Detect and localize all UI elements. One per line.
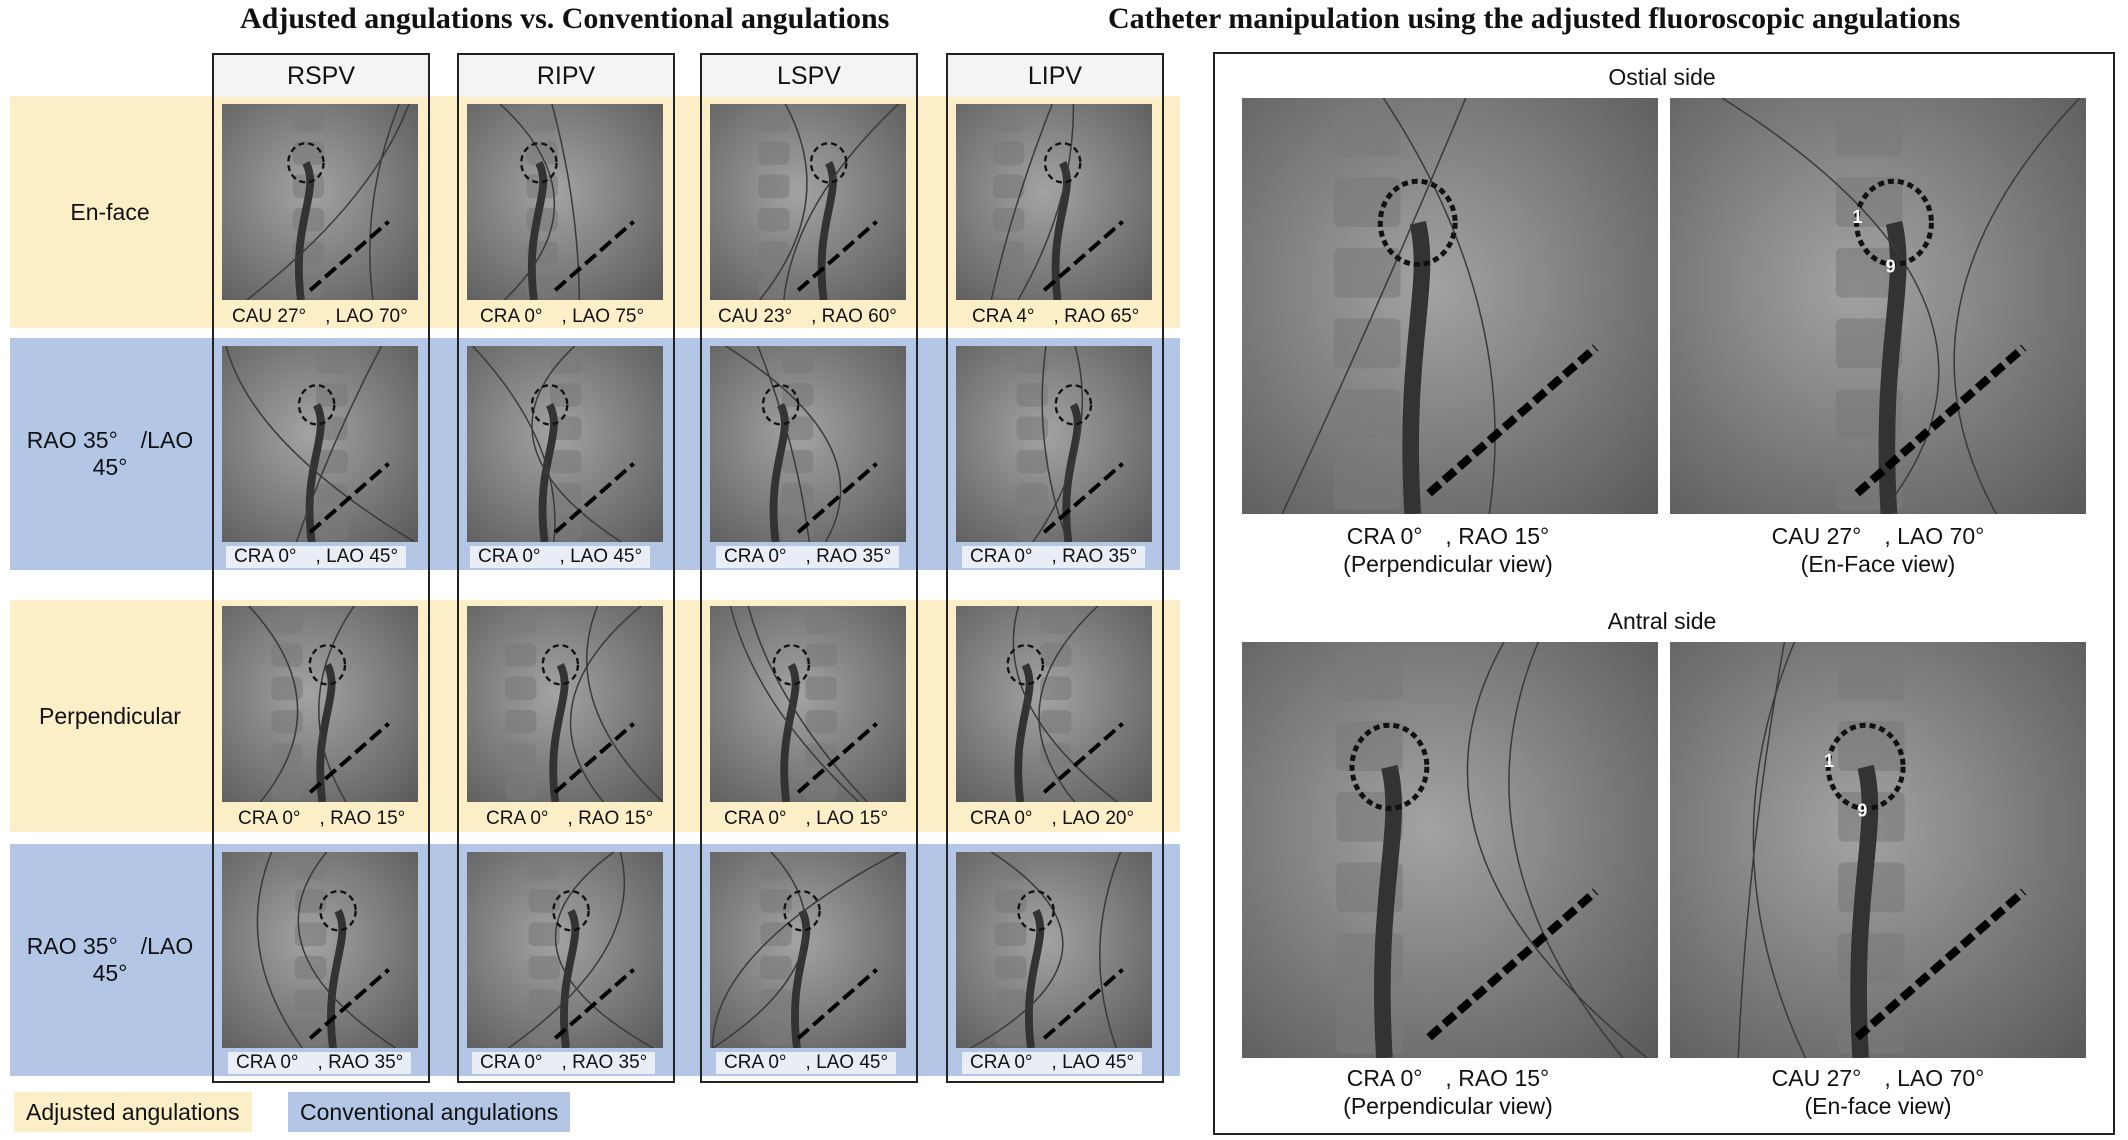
caption-view: (En-Face view) [1800, 551, 1956, 577]
caption-ripv-en-face: CRA 0° , LAO 75° [480, 306, 645, 327]
caption-ripv-conventional-1: CRA 0° , LAO 45° [470, 546, 651, 568]
caption-lspv-en-face: CAU 23° , RAO 60° [718, 306, 897, 327]
section-title-antral: Antral side [1607, 608, 1717, 634]
column-header-rspv: RSPV [214, 55, 428, 97]
caption-lipv-conventional-1: CRA 0° , RAO 35° [962, 546, 1146, 568]
electrode-marker-9: 9 [1886, 257, 1896, 277]
caption-lipv-perpendicular: CRA 0° , LAO 20° [970, 808, 1135, 829]
caption-view: (En-face view) [1804, 1093, 1952, 1119]
fluoroscopy-image-ostial-perpendicular [1242, 98, 1658, 514]
electrode-marker-1: 1 [1824, 751, 1834, 771]
fluoroscopy-image-rspv-conventional-2 [222, 852, 418, 1048]
legend-adjusted-label: Adjusted angulations [26, 1098, 240, 1125]
row-label-perpendicular: Perpendicular [39, 702, 181, 729]
fluoroscopy-image-lspv-perpendicular [710, 606, 906, 802]
legend-conventional: Conventional angulations [288, 1092, 571, 1132]
caption-angles: CAU 27° , LAO 70° [1771, 1065, 1985, 1091]
fluoroscopy-image-ripv-conventional-1 [467, 346, 663, 542]
caption-rspv-conventional-2: CRA 0° , RAO 35° [228, 1052, 412, 1074]
fluoroscopy-image-rspv-perpendicular [222, 606, 418, 802]
caption-ripv-conventional-2: CRA 0° , RAO 35° [472, 1052, 656, 1074]
caption-ostial-perpendicular: CRA 0° , RAO 15° (Perpendicular view) [1240, 522, 1656, 578]
row-label-conventional-1: RAO 35° /LAO 45° [26, 427, 194, 480]
column-header-ripv: RIPV [459, 55, 673, 97]
caption-lspv-conventional-1: CRA 0° , RAO 35° [716, 546, 900, 568]
caption-lipv-en-face: CRA 4° , RAO 65° [972, 306, 1140, 327]
fluoroscopy-image-lspv-conventional-1 [710, 346, 906, 542]
caption-rspv-conventional-1: CRA 0° , LAO 45° [226, 546, 407, 568]
caption-rspv-perpendicular: CRA 0° , RAO 15° [238, 808, 406, 829]
row-label-en-face: En-face [70, 198, 150, 225]
fluoroscopy-image-lspv-en-face [710, 104, 906, 300]
section-title-ostial: Ostial side [1608, 64, 1716, 90]
caption-ostial-en-face: CAU 27° , LAO 70° (En-Face view) [1670, 522, 2086, 578]
caption-angles: CAU 27° , LAO 70° [1771, 523, 1985, 549]
fluoroscopy-image-lipv-perpendicular [956, 606, 1152, 802]
column-frame-lspv [700, 53, 918, 1083]
caption-ripv-perpendicular: CRA 0° , RAO 15° [486, 808, 654, 829]
caption-view: (Perpendicular view) [1343, 1093, 1553, 1119]
fluoroscopy-image-rspv-en-face [222, 104, 418, 300]
caption-antral-perpendicular: CRA 0° , RAO 15° (Perpendicular view) [1240, 1064, 1656, 1120]
electrode-marker-9: 9 [1857, 801, 1867, 821]
legend-adjusted: Adjusted angulations [14, 1092, 252, 1132]
caption-lspv-conventional-2: CRA 0° , LAO 45° [716, 1052, 897, 1074]
fluoroscopy-image-ripv-en-face [467, 104, 663, 300]
fluoroscopy-image-ripv-perpendicular [467, 606, 663, 802]
left-figure-title: Adjusted angulations vs. Conventional an… [240, 2, 890, 35]
fluoroscopy-image-antral-perpendicular [1242, 642, 1658, 1058]
column-header-lspv: LSPV [702, 55, 916, 97]
caption-lspv-perpendicular: CRA 0° , LAO 15° [724, 808, 889, 829]
caption-lipv-conventional-2: CRA 0° , LAO 45° [962, 1052, 1143, 1074]
fluoroscopy-image-lipv-conventional-2 [956, 852, 1152, 1048]
caption-angles: CRA 0° , RAO 15° [1346, 523, 1550, 549]
row-label-conventional-2: RAO 35° /LAO 45° [26, 933, 194, 986]
right-figure-title: Catheter manipulation using the adjusted… [1108, 2, 1961, 35]
column-frame-ripv [457, 53, 675, 1083]
column-frame-lipv [946, 53, 1164, 1083]
fluoroscopy-image-lipv-conventional-1 [956, 346, 1152, 542]
fluoroscopy-image-lipv-en-face [956, 104, 1152, 300]
column-header-lipv: LIPV [948, 55, 1162, 97]
legend-conventional-label: Conventional angulations [300, 1098, 559, 1125]
fluoroscopy-image-lspv-conventional-2 [710, 852, 906, 1048]
fluoroscopy-image-ripv-conventional-2 [467, 852, 663, 1048]
column-frame-rspv [212, 53, 430, 1083]
caption-view: (Perpendicular view) [1343, 551, 1553, 577]
caption-angles: CRA 0° , RAO 15° [1346, 1065, 1550, 1091]
electrode-marker-1: 1 [1852, 207, 1862, 227]
caption-antral-en-face: CAU 27° , LAO 70° (En-face view) [1670, 1064, 2086, 1120]
fluoroscopy-image-rspv-conventional-1 [222, 346, 418, 542]
caption-rspv-en-face: CAU 27° , LAO 70° [232, 306, 408, 327]
